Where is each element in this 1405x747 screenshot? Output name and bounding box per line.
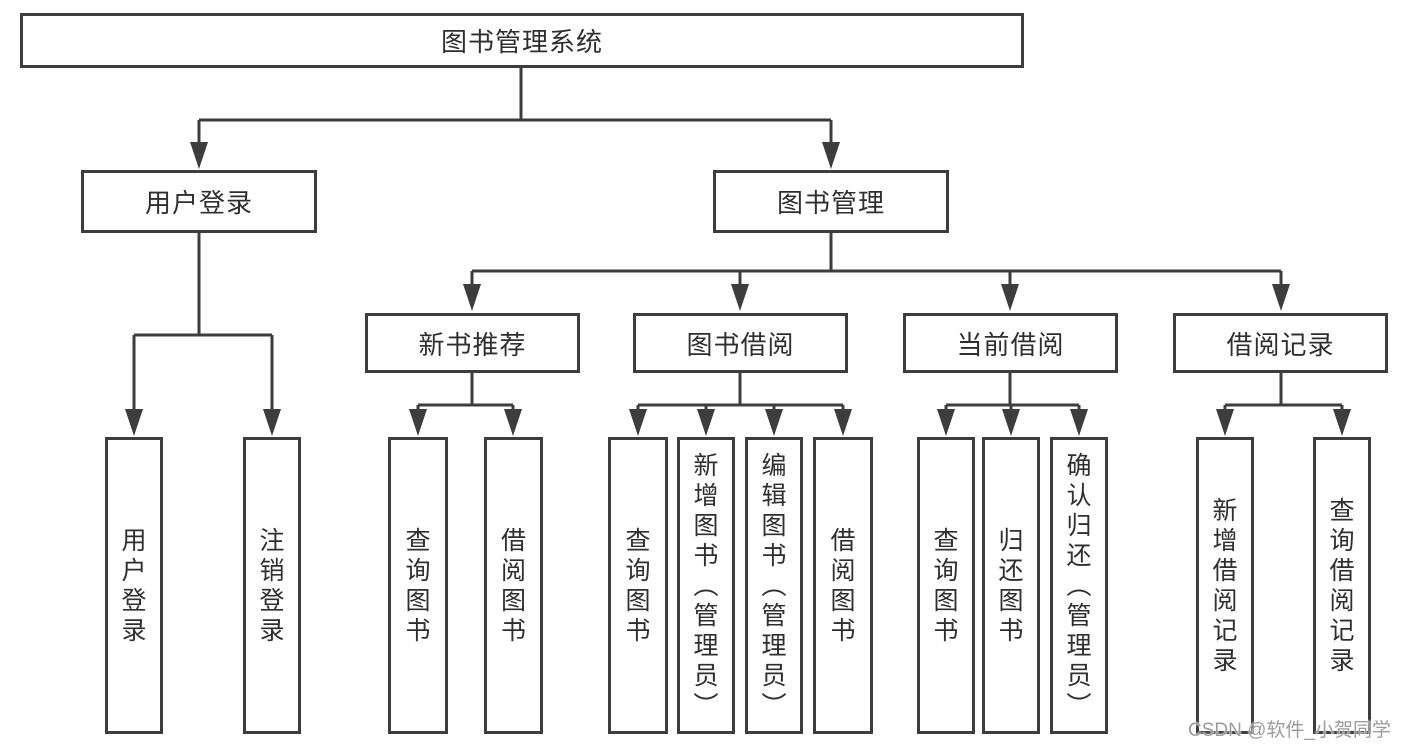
leaf-edit-books-admin: 编辑图书︵管理员︶ [745,437,803,734]
leaf-query-books-recommend: 查询图书 [388,437,448,734]
node-user-login: 用户登录 [81,170,317,233]
leaf-query-books-current: 查询图书 [917,437,975,734]
leaf-borrow-books: 借阅图书 [813,437,873,734]
leaf-confirm-return-admin: 确认归还︵管理员︶ [1050,437,1108,734]
node-current-borrowing: 当前借阅 [903,313,1118,373]
leaf-add-borrow-record: 新增借阅记录 [1196,437,1254,734]
node-book-management: 图书管理 [713,170,949,233]
leaf-query-books-borrow: 查询图书 [608,437,668,734]
leaf-return-books: 归还图书 [982,437,1040,734]
leaf-borrow-books-recommend: 借阅图书 [484,437,543,734]
node-borrowing-records: 借阅记录 [1173,313,1388,373]
node-book-borrowing: 图书借阅 [633,313,848,373]
node-library-management-system: 图书管理系统 [20,13,1024,68]
csdn-watermark: CSDN @软件_小贺同学 [1188,720,1391,741]
leaf-user-login: 用户登录 [105,437,163,734]
leaf-logout: 注销登录 [243,437,301,734]
node-new-book-recommendation: 新书推荐 [365,313,580,373]
leaf-add-books-admin: 新增图书︵管理员︶ [677,437,735,734]
leaf-query-borrow-record: 查询借阅记录 [1313,437,1371,734]
